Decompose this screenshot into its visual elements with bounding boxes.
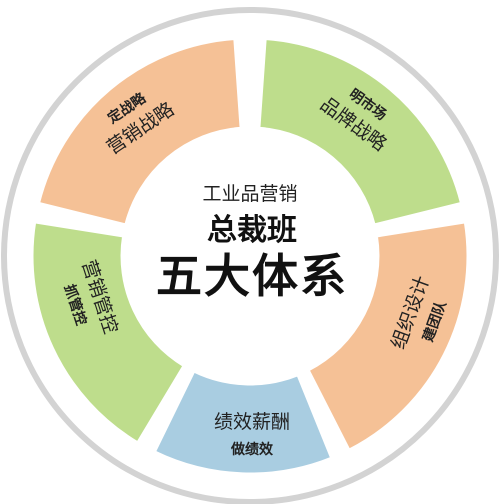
segment-control (30, 220, 186, 445)
segment-pay (152, 369, 334, 476)
segment-pay-label: 绩效薪酬 (214, 411, 290, 433)
center-disc (127, 133, 373, 379)
center-title: 总裁班 (207, 213, 297, 248)
segment-org (306, 220, 470, 452)
center-headline: 五大体系 (156, 249, 348, 303)
segment-strategy (37, 37, 243, 227)
segment-brand (257, 37, 463, 227)
segment-pay-tag: 做绩效 (230, 441, 274, 458)
center-subtitle: 工业品营销 (202, 183, 297, 205)
